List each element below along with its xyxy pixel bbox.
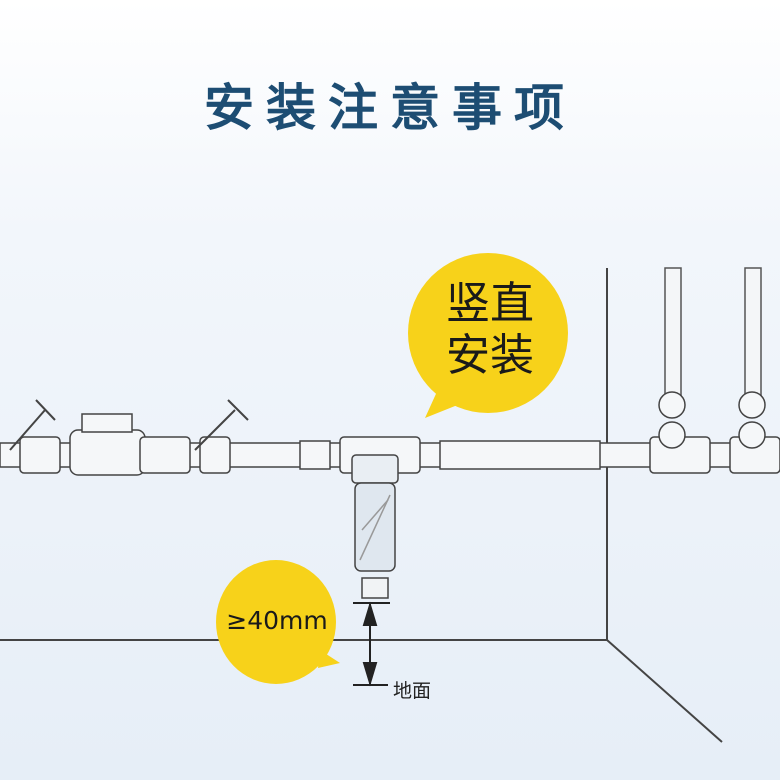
arrow-down-icon xyxy=(362,662,378,687)
vertical-pipes xyxy=(664,267,762,399)
gate-valve-icons xyxy=(9,399,249,451)
filter-unit xyxy=(351,454,399,599)
callout-vertical-bubble xyxy=(408,253,568,418)
callout-line-2: 安装 xyxy=(446,330,534,381)
arrow-up-icon xyxy=(362,601,378,626)
callout-line-1: 竖直 xyxy=(446,278,534,329)
callout-clearance-bubble xyxy=(216,560,340,684)
ground-label: 地面 xyxy=(393,680,432,702)
page-title: 安装注意事项 xyxy=(204,79,576,137)
clearance-dimension xyxy=(353,601,390,687)
callout-clearance-text: ≥40mm xyxy=(226,606,328,635)
callout-vertical-text: 竖直 安装 xyxy=(415,278,565,382)
